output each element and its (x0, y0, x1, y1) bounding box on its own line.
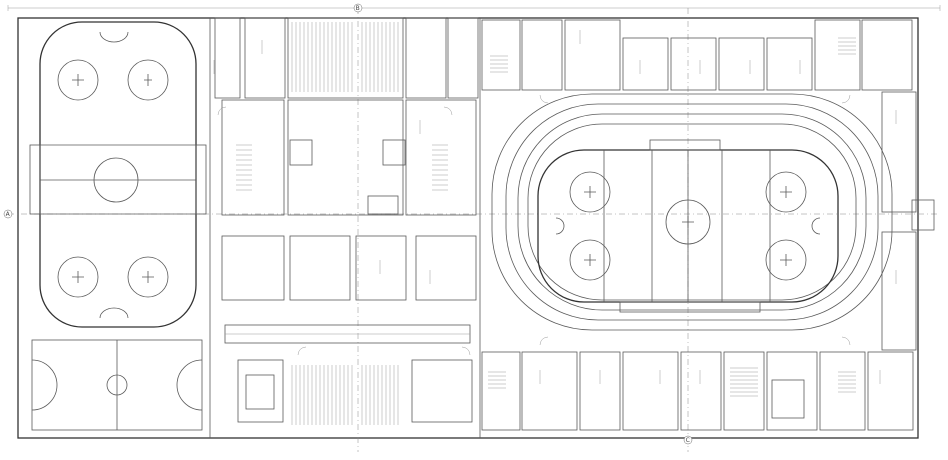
practice-rink (29, 21, 207, 328)
gridline-label: C (686, 437, 690, 444)
arena-right-rooms (881, 91, 935, 351)
main-arena (491, 93, 893, 331)
dimension-line-top (7, 5, 941, 11)
central-rooms (214, 17, 479, 425)
axis-label-top: B (356, 5, 360, 12)
building-outline (17, 17, 919, 439)
arena-top-rooms (481, 19, 913, 91)
room-tag-marks (213, 30, 897, 384)
axis-lines: A B C (3, 3, 940, 452)
arena-bottom-rooms (481, 351, 914, 431)
door-swings (217, 94, 851, 356)
sports-court (31, 339, 203, 431)
axis-label-left: A (6, 211, 11, 218)
